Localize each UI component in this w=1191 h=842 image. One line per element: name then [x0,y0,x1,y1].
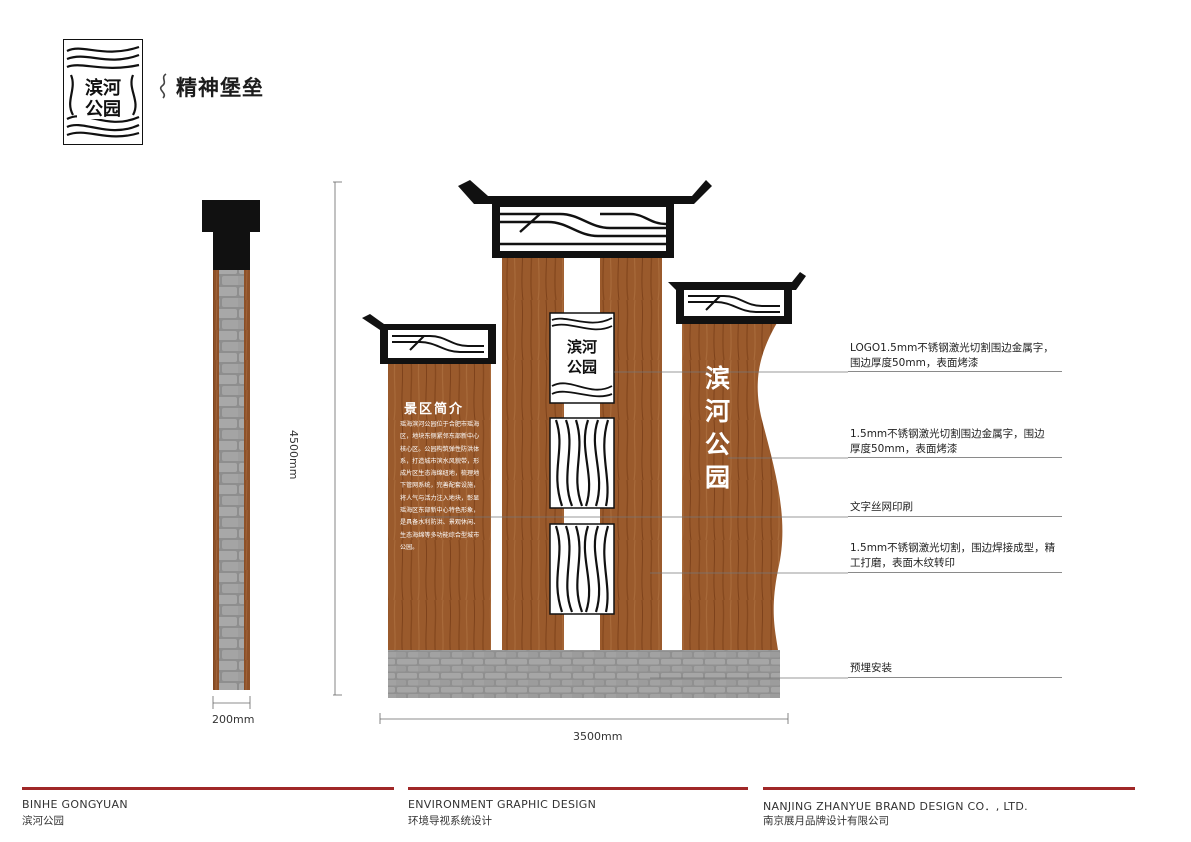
side-view-cap-neck [213,232,250,270]
width-dimension [379,713,789,724]
logo: 滨河 公园 [63,39,143,145]
front-width-label: 3500mm [573,730,623,743]
footer-project-en: BINHE GONGYUAN [22,798,128,811]
footer-category-en: ENVIRONMENT GRAPHIC DESIGN [408,798,597,811]
footer-divider-1 [22,787,394,790]
center-logo-panel: 滨河 公园 [549,312,615,404]
right-roof-frame [668,272,806,324]
front-view: 滨河 公园 [362,180,806,698]
right-wood-panel [682,318,783,650]
panel-logo-line2: 公园 [567,358,597,376]
footer-company-cn: 南京展月品牌设计有限公司 [763,815,889,827]
side-view-cap [202,200,260,232]
annotation-screen-printing: 文字丝网印刷 [850,501,913,513]
footer-divider-3 [763,787,1135,790]
intro-title: 景区简介 [404,402,465,417]
logo-text-line1: 滨河 [85,77,121,99]
footer-category-cn: 环境导视系统设计 [408,815,492,827]
footer-divider-2 [408,787,748,790]
annotation-wood-grain: 1.5mm不锈钢激光切割，围边焊接成型，精工打磨，表面木纹转印 [850,542,1056,569]
annotation-underline-2 [848,457,1062,458]
panel-logo-line1: 滨河 [567,338,597,356]
height-dimension [333,181,342,696]
height-dimension-text: 4500mm [287,430,300,480]
side-view-wood-edge-right [244,270,250,690]
side-view-brick-column [213,270,250,690]
wave-icon [159,73,167,99]
side-view [202,200,260,709]
footer-company-en: NANJING ZHANYUE BRAND DESIGN CO．, LTD. [763,800,1028,813]
annotation-embedded-install: 预埋安装 [850,662,892,674]
annotation-logo-letters: LOGO1.5mm不锈钢激光切割围边金属字，围边厚度50mm，表面烤漆 [850,342,1054,369]
footer-project-cn: 滨河公园 [22,815,64,827]
leader-lines [420,371,848,679]
annotation-underline-4 [848,572,1062,573]
left-roof-frame [362,314,496,364]
annotation-underline-1 [848,371,1062,372]
base-brick-wall [388,650,780,698]
intro-body: 瑶海滨河公园位于合肥市瑶海区，地块东侧紧邻东部新中心核心区。公园构筑弹性防洪体系… [400,421,480,551]
page-title: 精神堡垒 [176,76,264,100]
vertical-park-name: 滨河公园 [705,364,731,492]
annotation-metal-letters: 1.5mm不锈钢激光切割围边金属字，围边厚度50mm，表面烤漆 [850,428,1045,455]
side-width-label: 200mm [212,713,255,726]
center-pattern-panel-2 [549,523,615,615]
side-view-wood-edge-left [213,270,219,690]
top-roof-frame [458,180,712,258]
height-dimension-label: 4500mm [287,430,300,479]
logo-text-line2: 公园 [85,99,121,120]
left-wood-panel [388,350,491,650]
center-pattern-panel-1 [549,417,615,509]
annotation-underline-5 [848,677,1062,678]
logo-mark: 滨河 公园 [63,39,143,145]
annotation-underline-3 [848,516,1062,517]
